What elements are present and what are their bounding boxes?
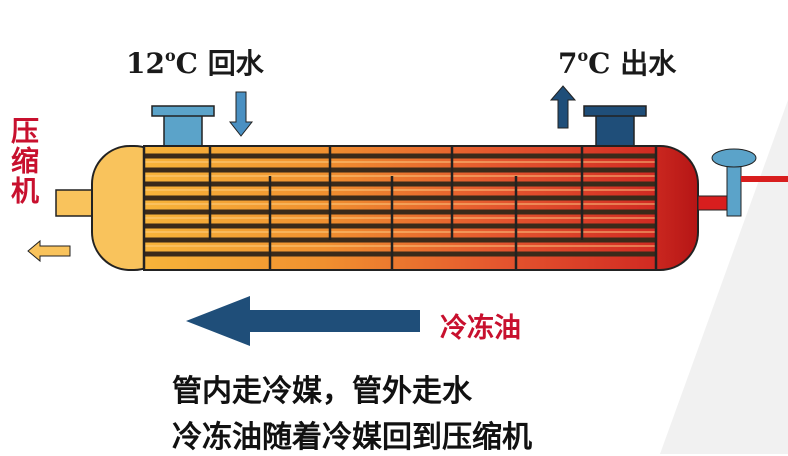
caption-line-2: 冷冻油随着冷媒回到压缩机 bbox=[172, 420, 532, 455]
caption-line-1: 管内走冷媒，管外走水 bbox=[172, 374, 472, 409]
valve-stem bbox=[726, 163, 742, 217]
red-pipe bbox=[741, 176, 788, 182]
background-watermark bbox=[660, 100, 788, 454]
inlet-nozzle bbox=[151, 105, 215, 149]
tube-sheets bbox=[142, 146, 658, 270]
outlet-nozzle bbox=[583, 105, 647, 149]
water-inlet-label: 12oC 回水 bbox=[126, 42, 264, 82]
refrigerant-oil-label: 冷冻油 bbox=[440, 313, 521, 344]
right-connector bbox=[697, 195, 729, 211]
baffles bbox=[208, 146, 584, 270]
degree-mark: o bbox=[164, 46, 176, 65]
compressor-label: 压缩机 bbox=[7, 116, 40, 206]
degree-mark: o bbox=[577, 46, 589, 65]
left-arrow-icon bbox=[27, 239, 71, 263]
shell-body bbox=[143, 145, 657, 271]
up-arrow-icon bbox=[549, 85, 577, 129]
water-outlet-label: 7oC 出水 bbox=[558, 42, 676, 82]
water-outlet-text: 出水 bbox=[620, 47, 677, 80]
water-inlet-unit: C bbox=[175, 47, 198, 80]
water-outlet-temp: 7 bbox=[558, 47, 578, 80]
down-arrow-icon bbox=[228, 91, 254, 137]
tube-bundle-highlights bbox=[144, 161, 656, 247]
tube-bundle bbox=[144, 153, 656, 257]
water-outlet-unit: C bbox=[588, 47, 611, 80]
big-left-arrow-icon bbox=[186, 296, 420, 346]
water-inlet-temp: 12 bbox=[126, 47, 165, 80]
water-inlet-text: 回水 bbox=[207, 47, 264, 80]
valve-icon bbox=[711, 148, 757, 168]
